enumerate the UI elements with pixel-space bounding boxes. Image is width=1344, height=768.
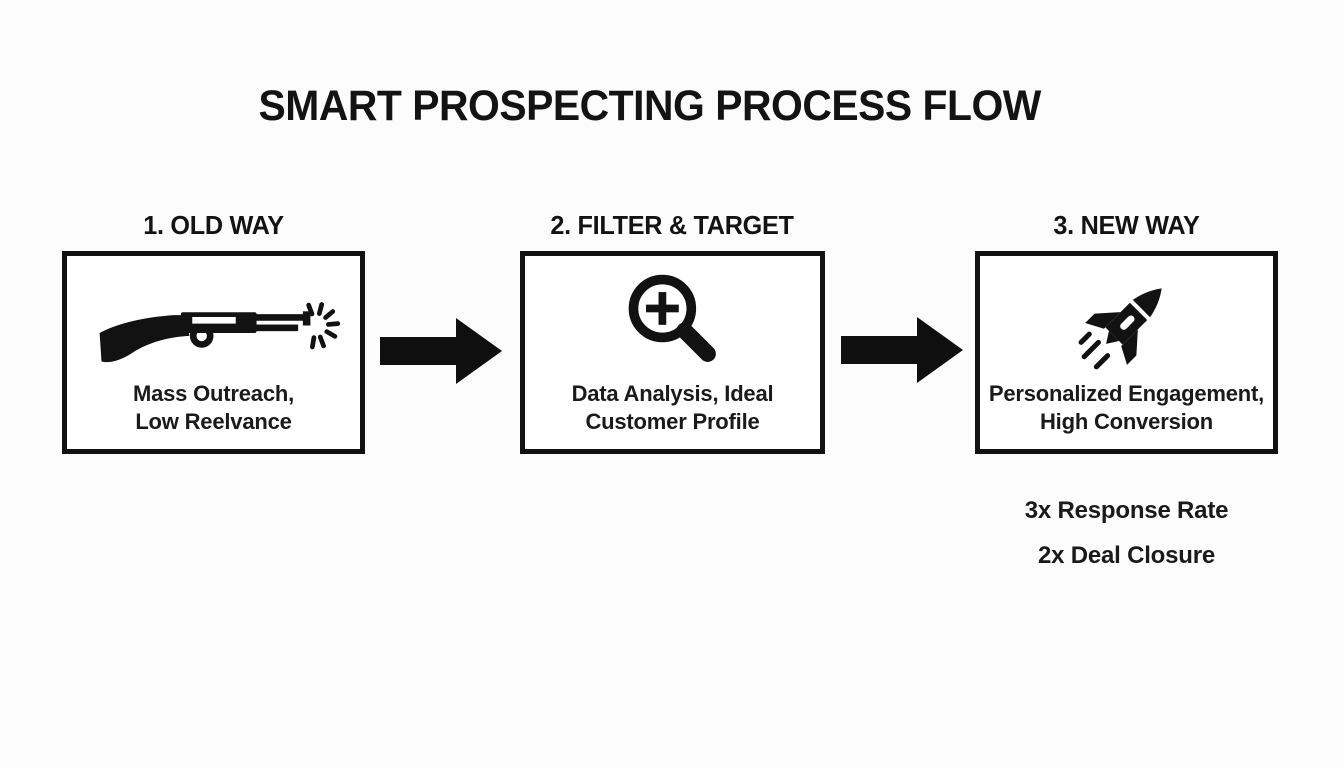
diagram-title: SMART PROSPECTING PROCESS FLOW — [258, 82, 1042, 130]
caption-line: Mass Outreach, — [132, 381, 295, 406]
flow-arrow-icon — [380, 318, 502, 384]
step-box-filter-target: Data Analysis, Ideal Customer Profile — [520, 251, 825, 454]
step-label-old-way: 1. OLD WAY — [143, 210, 284, 240]
flow-arrow-icon — [841, 317, 963, 383]
step-caption-filter-target: Data Analysis, Ideal Customer Profile — [525, 380, 820, 436]
magnifier-plus-icon — [628, 274, 716, 362]
step-caption-old-way: Mass Outreach, Low Reelvance — [67, 380, 360, 436]
shotgun-blast-icon — [99, 302, 340, 363]
caption-line: Data Analysis, Ideal — [571, 381, 774, 406]
step-caption-new-way: Personalized Engagement, High Conversion — [980, 380, 1273, 436]
step-label-filter-target: 2. FILTER & TARGET — [550, 210, 794, 240]
rocket-icon — [1078, 288, 1162, 370]
caption-line: High Conversion — [1039, 409, 1213, 434]
metric-response-rate: 3x Response Rate — [1024, 497, 1229, 524]
caption-line: Low Reelvance — [135, 409, 292, 434]
caption-line: Customer Profile — [585, 409, 760, 434]
step-box-old-way: Mass Outreach, Low Reelvance — [62, 251, 365, 454]
step-label-new-way: 3. NEW WAY — [1053, 210, 1200, 240]
caption-line: Personalized Engagement, — [988, 381, 1265, 406]
metric-deal-closure: 2x Deal Closure — [1037, 542, 1216, 569]
step-box-new-way: Personalized Engagement, High Conversion — [975, 251, 1278, 454]
